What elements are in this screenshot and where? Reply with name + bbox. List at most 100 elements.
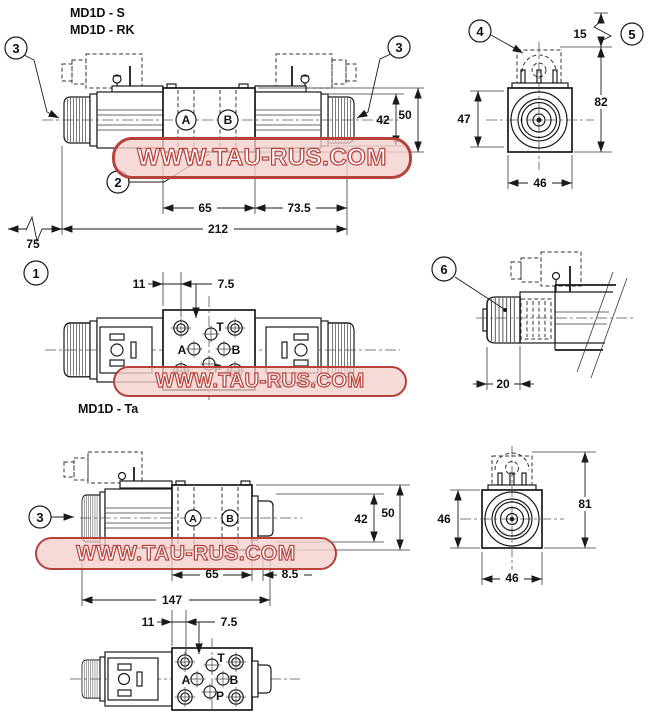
cable-gland xyxy=(520,257,542,283)
locating-tab xyxy=(240,480,251,486)
balloon-4-label: 4 xyxy=(476,24,484,39)
balloon-1: 1 xyxy=(23,260,49,286)
locating-tab xyxy=(238,83,249,89)
override-plug-cap xyxy=(486,296,521,344)
port-b-side: B xyxy=(221,509,239,527)
solenoid-nut-circles xyxy=(484,491,540,547)
solenoid-step-left xyxy=(111,85,164,93)
end-plug xyxy=(257,500,274,537)
dim-7_5-label: 7.5 xyxy=(218,277,235,291)
port-t-label: T xyxy=(217,651,225,665)
dim-46-width: 46 xyxy=(507,155,573,190)
port-b-side: B xyxy=(217,109,239,131)
flat-pin xyxy=(117,689,132,697)
balloon-6: 6 xyxy=(431,256,507,312)
connector-hole xyxy=(294,343,308,357)
coil-pin xyxy=(520,69,526,84)
balloon-3-bottom: 3 xyxy=(28,505,74,529)
cable-gland xyxy=(71,59,87,85)
leader-line xyxy=(23,54,60,119)
leader-line xyxy=(356,53,392,119)
cable-gland xyxy=(510,261,522,280)
connector-slot xyxy=(130,341,137,359)
coil-pin xyxy=(497,472,503,486)
dim-8_5-label: 8.5 xyxy=(282,567,299,581)
flat-pin xyxy=(117,663,132,671)
dim-46-label: 46 xyxy=(437,512,451,526)
valve-body-cut xyxy=(554,284,616,351)
view-top-end: 47 46 82 15 4 5 xyxy=(457,12,644,190)
port-b-label: B xyxy=(224,113,233,127)
port-a-label: A xyxy=(178,343,187,357)
watermark-badge-middle: WWW.TAU-RUS.COM xyxy=(113,366,407,397)
watermark-text: WWW.TAU-RUS.COM xyxy=(137,143,387,171)
dim-42-label: 42 xyxy=(376,113,390,127)
title-md1d-ta: MD1D - Ta xyxy=(78,402,139,416)
dim-81: 81 xyxy=(532,451,596,549)
locating-tab xyxy=(175,480,186,486)
flat-pin xyxy=(109,359,125,367)
solenoid-step-right xyxy=(254,85,307,93)
port-a-side: A xyxy=(184,509,202,527)
plug-nose xyxy=(482,308,488,332)
dim-15-label: 15 xyxy=(573,27,587,41)
watermark-badge-bottom: WWW.TAU-RUS.COM xyxy=(35,537,337,570)
view-bottom-side: MD1D - Ta A xyxy=(28,402,410,607)
cable-gland xyxy=(61,63,73,82)
dim-46-label: 46 xyxy=(505,571,519,585)
din-connector-outline xyxy=(510,251,582,287)
connector-face xyxy=(107,657,159,701)
plug-ring xyxy=(251,660,259,698)
balloon-3-label: 3 xyxy=(36,510,43,525)
port-a-side: A xyxy=(175,109,197,131)
connector-slot xyxy=(281,341,288,359)
locating-tab xyxy=(166,83,177,89)
dim-11-7_5: 11 7.5 xyxy=(142,610,238,655)
title-md1d-s: MD1D - S xyxy=(70,6,125,20)
port-a-label: A xyxy=(182,113,191,127)
flat-pin xyxy=(109,333,125,341)
port-a-label: A xyxy=(189,513,197,525)
dim-bottom-chain: 65 8.5 147 xyxy=(81,545,312,607)
dim-50-label: 50 xyxy=(381,506,395,520)
balloon-3-label: 3 xyxy=(395,40,402,55)
port-a-label: A xyxy=(182,673,191,687)
watermark-text: WWW.TAU-RUS.COM xyxy=(76,541,296,565)
balloon-2-label: 2 xyxy=(114,175,121,190)
dim-11-label: 11 xyxy=(142,615,155,629)
dim-50-label: 50 xyxy=(398,108,412,122)
connector-slot xyxy=(136,671,143,687)
balloon-6-label: 6 xyxy=(440,262,447,277)
dim-82: 82 xyxy=(560,46,612,153)
dim-147-label: 147 xyxy=(162,593,182,607)
end-cap xyxy=(81,494,101,543)
connector-hole xyxy=(110,343,124,357)
balloon-5: 5 xyxy=(620,22,644,46)
break-symbol xyxy=(25,215,43,243)
solenoid-nut-circles xyxy=(510,91,568,149)
port-t-label: T xyxy=(216,320,224,334)
dim-20-label: 20 xyxy=(496,377,510,391)
cable-gland xyxy=(63,461,75,478)
dim-82-label: 82 xyxy=(594,95,608,109)
title-md1d-rk: MD1D - RK xyxy=(70,23,135,37)
watermark-text: WWW.TAU-RUS.COM xyxy=(155,369,365,392)
break-line xyxy=(590,277,628,379)
view-detail-override: 20 6 xyxy=(431,251,636,391)
cable-gland xyxy=(345,63,357,82)
dim-73_5-label: 73.5 xyxy=(287,201,311,215)
balloon-4: 4 xyxy=(468,19,524,54)
watermark-badge-top: WWW.TAU-RUS.COM xyxy=(112,137,412,179)
dim-46-label: 46 xyxy=(533,176,547,190)
hidden-knurl-section xyxy=(520,298,552,340)
port-b-label: B xyxy=(226,513,234,525)
coil-pin xyxy=(521,472,527,486)
view-bottom-end: 46 81 46 xyxy=(437,446,596,585)
cable-gland xyxy=(73,457,89,481)
dim-75-label: 75 xyxy=(26,237,40,251)
dim-15: 15 xyxy=(573,12,612,47)
din-connector-left xyxy=(61,53,143,89)
balloon-1-label: 1 xyxy=(32,266,39,281)
dim-65-label: 65 xyxy=(205,567,219,581)
